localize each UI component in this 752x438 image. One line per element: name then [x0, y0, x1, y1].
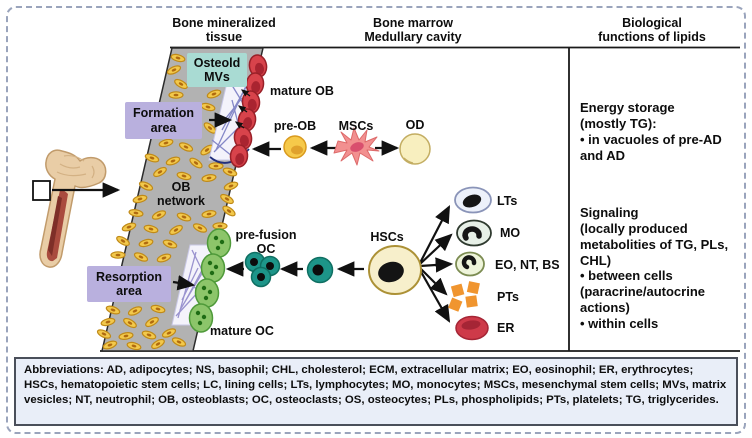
- pts-label: PTs: [497, 290, 519, 304]
- pre-fusion-oc-label: pre-fusion OC: [235, 228, 297, 257]
- process-arrows: [172, 112, 454, 323]
- lts-label: LTs: [497, 194, 518, 208]
- eo-nt-bs-cell: [455, 251, 485, 277]
- formation-area-label: Formation area: [125, 102, 202, 139]
- hsc-to-eo-arrow: [419, 257, 454, 273]
- mature-oc-label: mature OC: [210, 324, 274, 338]
- msc-cell: [333, 127, 380, 166]
- header-bone-marrow-medullary-cavity: Bone marrow Medullary cavity: [364, 16, 462, 45]
- lts-cell: [454, 186, 492, 214]
- er-cell: [455, 315, 489, 341]
- eo-nt-bs-label: EO, NT, BS: [495, 258, 560, 272]
- mo-cell: [456, 219, 492, 247]
- energy-storage-text: Energy storage (mostly TG): • in vacuole…: [580, 100, 722, 163]
- mature-osteoclast-cells: [188, 228, 232, 333]
- signaling-text: Signaling (locally produced metabolities…: [580, 205, 729, 332]
- mo-label: MO: [500, 226, 521, 240]
- mscs-label: MSCs: [338, 119, 374, 133]
- oc-precursor-cell: [306, 256, 334, 284]
- header-bone-mineralized-tissue: Bone mineralized tissue: [172, 16, 276, 45]
- hsc-to-er-arrow: [419, 269, 451, 323]
- osteoid-mvs-label: Osteold MVs: [187, 53, 247, 87]
- secretion-arrows: [234, 89, 251, 129]
- ob-network-label: OB network: [157, 180, 205, 209]
- abbreviations-box: Abbreviations: AD, adipocytes; NS, basop…: [14, 357, 738, 426]
- hsc-to-pts-arrow: [419, 267, 448, 296]
- mature-osteoblast-cells: [229, 54, 268, 168]
- hsc-to-mo-arrow: [419, 233, 453, 265]
- femur-bone-illustration: [32, 149, 121, 268]
- header-biological-functions-of-lipids: Biological functions of lipids: [598, 16, 706, 45]
- pre-ob-label: pre-OB: [273, 119, 317, 133]
- hscs-label: HSCs: [370, 230, 404, 244]
- mature-ob-label: mature OB: [270, 84, 334, 98]
- er-label: ER: [497, 321, 515, 335]
- od-cell: [399, 133, 431, 165]
- od-label: OD: [405, 118, 425, 132]
- hsc-cell: [368, 245, 422, 295]
- pts-platelets: [448, 281, 480, 312]
- pre-fusion-oc-cluster: [244, 251, 281, 288]
- zoom-region-rectangle: [32, 180, 51, 201]
- resorption-area-label: Resorption area: [87, 266, 171, 302]
- pre-ob-cell: [283, 135, 307, 159]
- hsc-to-lts-arrow: [419, 205, 451, 264]
- resorption-arrow: [172, 275, 196, 291]
- panel-divider-lines: [100, 46, 740, 352]
